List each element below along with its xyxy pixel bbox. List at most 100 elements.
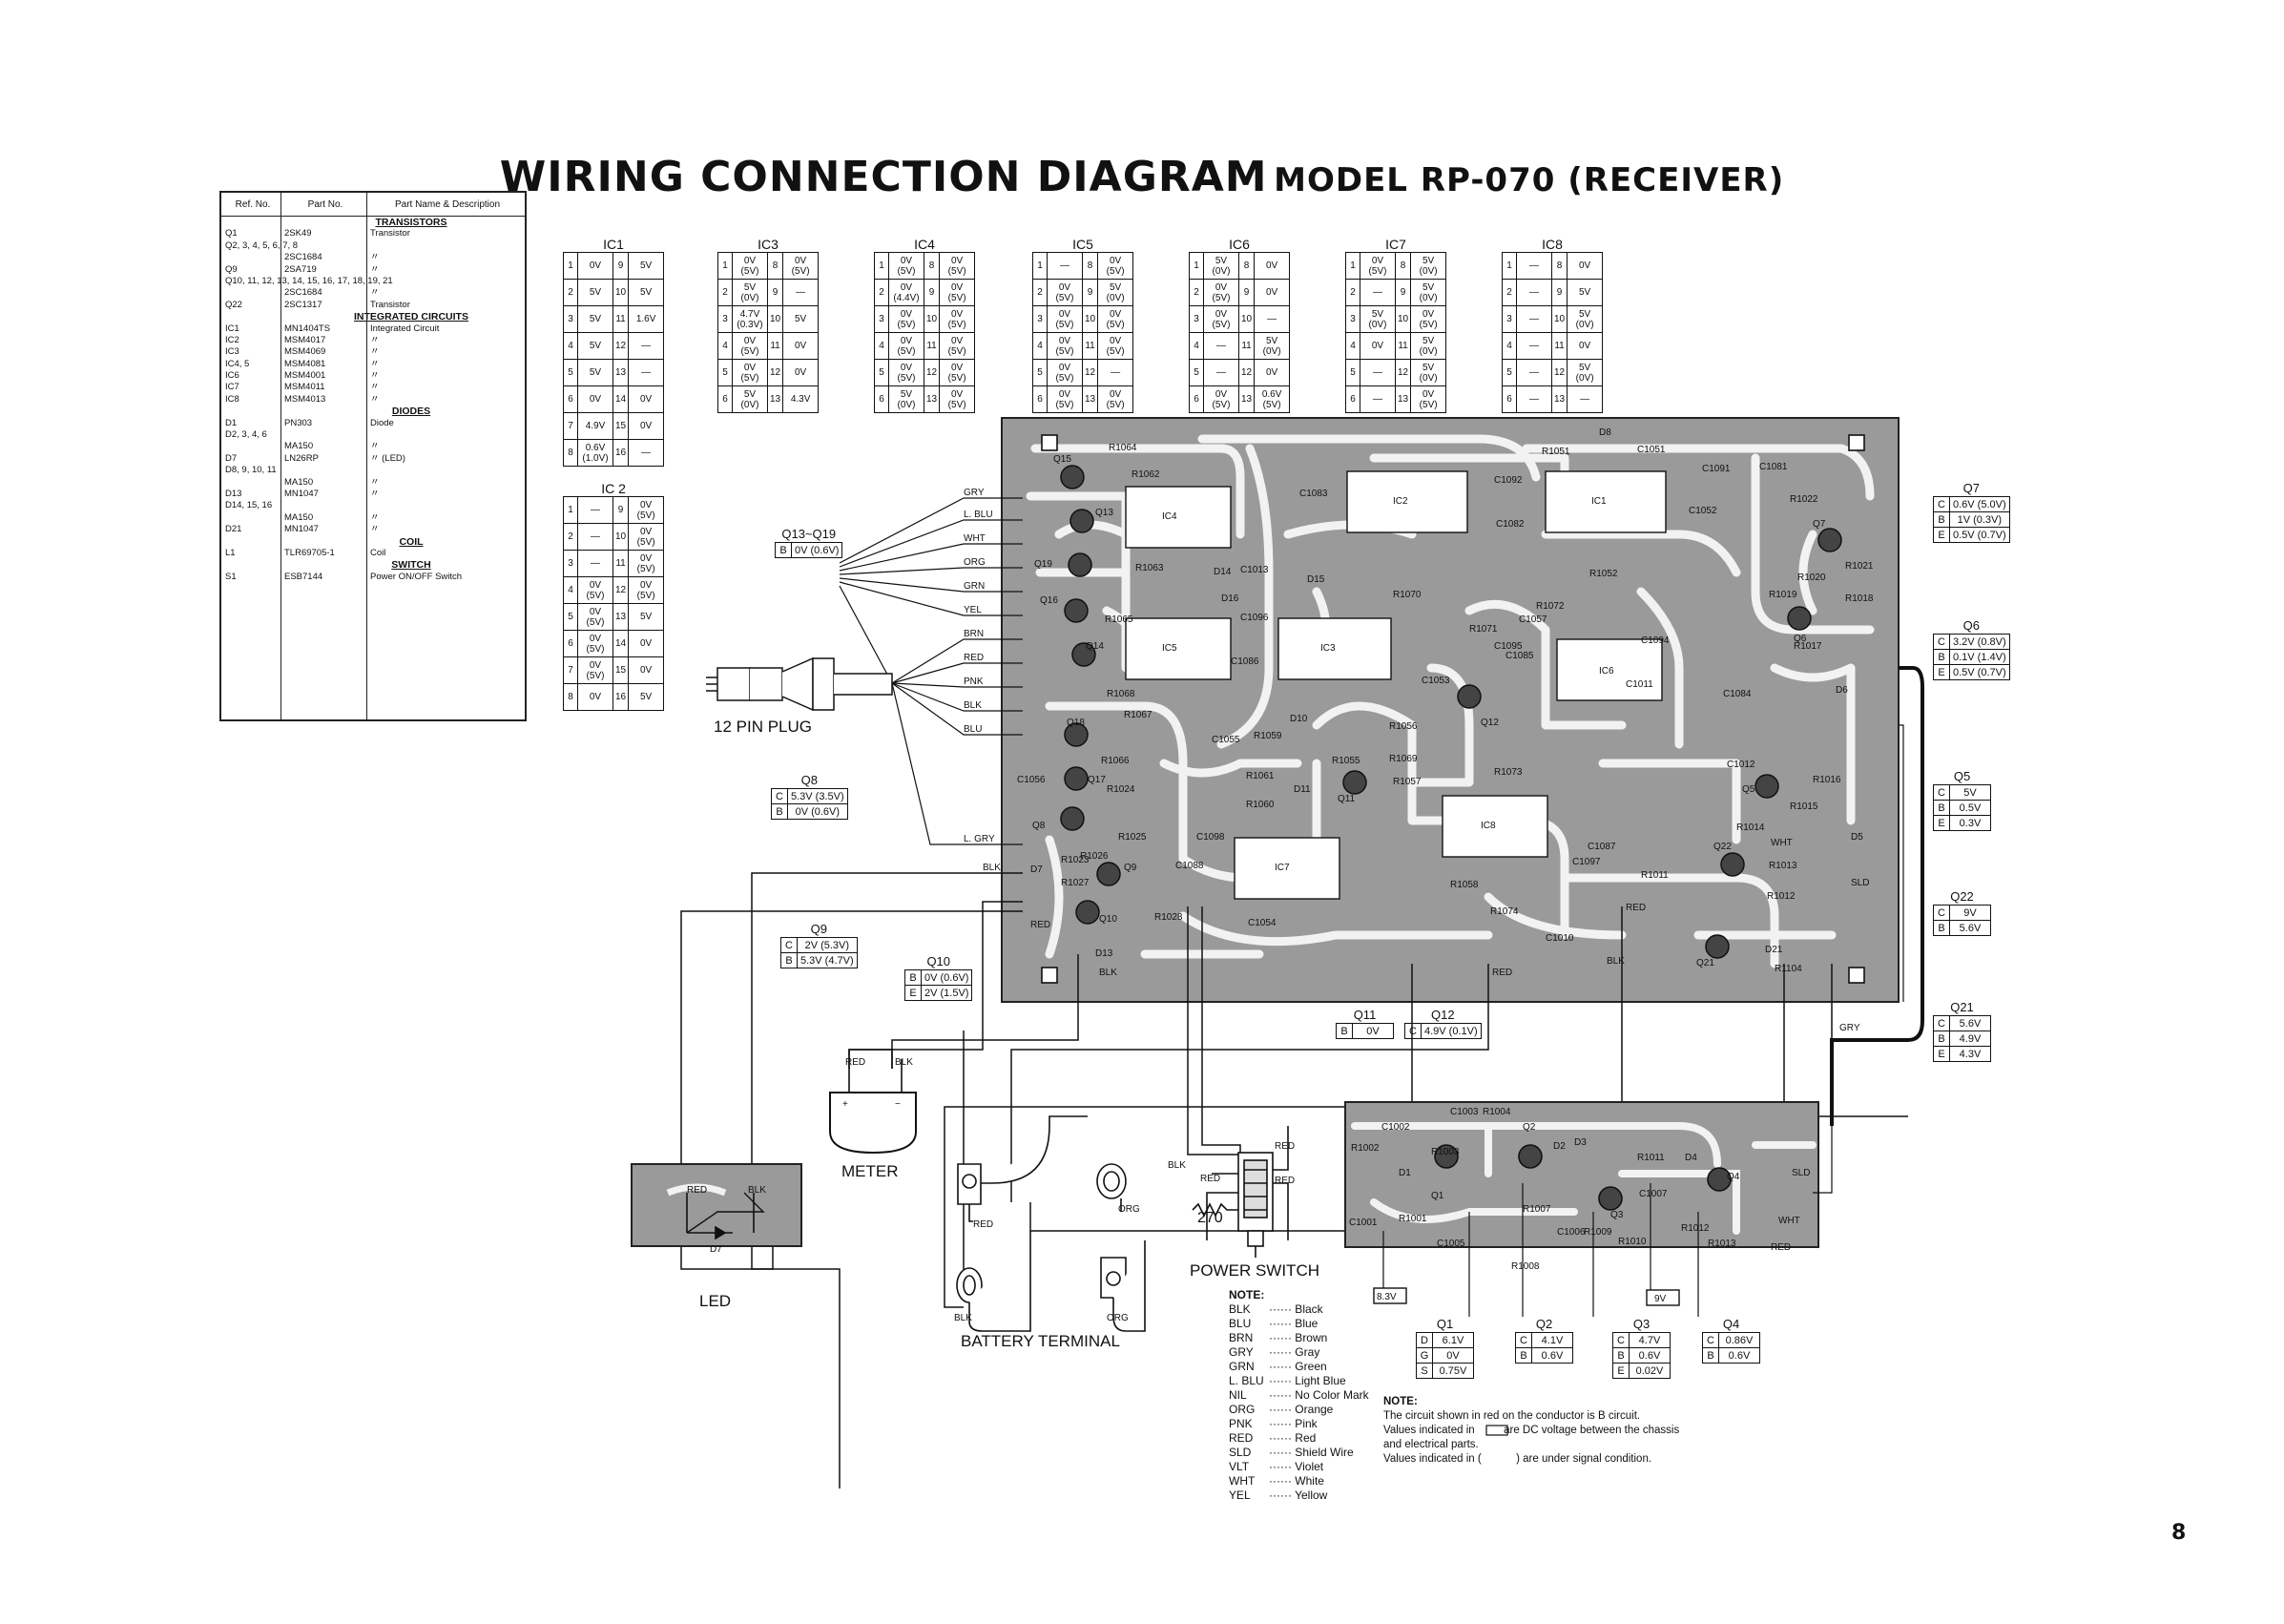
rf-label-r1007: R1007 <box>1523 1204 1551 1215</box>
ref-no: IC1 <box>225 323 239 334</box>
color-name: ······ Pink <box>1269 1417 1318 1430</box>
pin-number: 10 <box>1394 305 1412 333</box>
pin-number: 12 <box>612 576 630 604</box>
pin-number: 8 <box>1394 252 1412 280</box>
board-label-c1088: C1088 <box>1175 861 1204 871</box>
note-line-4b: ) are under signal condition. <box>1516 1453 1652 1465</box>
terminal-letter: C <box>780 937 798 953</box>
transistor-label: Q8 <box>800 773 818 787</box>
pin-voltage: 5V (0V) <box>888 385 924 413</box>
board-label-c1082: C1082 <box>1496 519 1525 530</box>
rf-label-r1009: R1009 <box>1584 1227 1612 1238</box>
section-title: INTEGRATED CIRCUITS <box>354 311 468 323</box>
pin-voltage: 5V (0V) <box>1097 279 1134 306</box>
terminal-voltage: 0.02V <box>1629 1363 1671 1379</box>
color-abbr: NIL <box>1229 1388 1247 1402</box>
note-line-4a: Values indicated in ( <box>1383 1453 1482 1465</box>
pin-voltage: 5V <box>628 683 665 711</box>
ref-no: L1 <box>225 547 236 558</box>
pin-voltage: 0V (5V) <box>782 252 820 280</box>
color-name: ······ Green <box>1269 1360 1327 1373</box>
color-code-item: NIL······ No Color Mark <box>1229 1388 1369 1403</box>
wire-red: RED <box>1030 920 1050 930</box>
board-label-c1011: C1011 <box>1626 679 1653 690</box>
switch-blk-wire: BLK <box>1168 1160 1186 1171</box>
header-desc: Part Name & Description <box>394 198 501 210</box>
color-name: ······ Black <box>1269 1302 1323 1316</box>
voltage-8-3v: 8.3V <box>1377 1292 1397 1302</box>
pin-voltage: 0V (5V) <box>1097 252 1134 280</box>
pin-voltage: — <box>1567 385 1604 413</box>
meter-label: METER <box>841 1162 899 1180</box>
pin-voltage: 0.6V (5V) <box>1254 385 1291 413</box>
terminal-voltage: 0V (0.6V) <box>790 542 843 558</box>
pin-voltage: 0V (5V) <box>939 332 976 360</box>
pin-voltage: — <box>628 439 665 467</box>
part-desc: Transistor <box>370 228 410 239</box>
terminal-voltage: 0.75V <box>1432 1363 1474 1379</box>
pin-voltage: 0V <box>1567 332 1604 360</box>
part-desc: 〃 <box>370 370 380 382</box>
wire-label: WHT <box>964 533 986 544</box>
rf-label-r1013: R1013 <box>1708 1239 1736 1249</box>
parts-section-heading: TRANSISTORS <box>221 217 525 228</box>
page-number: 8 <box>2171 1521 2187 1545</box>
section-title: TRANSISTORS <box>375 217 447 228</box>
pin-voltage: 0V (5V) <box>888 332 924 360</box>
header-part: Part No. <box>307 198 343 210</box>
board-label-r1059: R1059 <box>1254 731 1282 741</box>
parts-row: D8, 9, 10, 11 <box>221 465 525 476</box>
parts-row: MA150〃 <box>221 477 525 489</box>
part-no: MN1047 <box>284 488 319 499</box>
board-label-ic2: IC2 <box>1393 496 1408 507</box>
pin-voltage: 0V <box>1254 279 1291 306</box>
rf-label-r1010: R1010 <box>1618 1237 1647 1247</box>
wire-blk-2: BLK <box>1099 968 1117 978</box>
board-label-r1026: R1026 <box>1080 851 1109 862</box>
pin-voltage: 0V <box>628 630 665 657</box>
rf-label-r1011: R1011 <box>1637 1153 1665 1163</box>
terminal-voltage: 4.3V <box>1949 1046 1991 1062</box>
rf-label-c1002: C1002 <box>1381 1122 1410 1133</box>
switch-red-wire-2: RED <box>1275 1141 1295 1152</box>
pin-voltage: 0V <box>782 359 820 386</box>
board-label-r1056: R1056 <box>1389 721 1418 732</box>
wire-label: YEL <box>964 605 982 615</box>
wire-label: GRY <box>964 488 985 498</box>
board-label-r1070: R1070 <box>1393 590 1422 600</box>
pin-voltage: — <box>1516 252 1552 280</box>
transistor-label: Q11 <box>1353 1008 1377 1022</box>
color-name: ······ Shield Wire <box>1269 1446 1354 1459</box>
board-label-r1104: R1104 <box>1775 964 1802 974</box>
wire-label: BRN <box>964 629 984 639</box>
terminal-voltage: 4.9V (0.1V) <box>1421 1023 1482 1039</box>
ref-no: IC7 <box>225 382 239 393</box>
part-desc: 〃 <box>370 346 380 358</box>
plug-label: 12 PIN PLUG <box>714 718 812 736</box>
color-abbr: PNK <box>1229 1417 1253 1430</box>
board-label-r1062: R1062 <box>1132 469 1160 480</box>
part-desc: 〃 <box>370 441 380 452</box>
parts-section-heading: DIODES <box>221 406 525 417</box>
led-red-wire: RED <box>687 1185 707 1196</box>
parts-row: Q2, 3, 4, 5, 6, 7, 8 <box>221 240 525 252</box>
parts-section-heading: COIL <box>221 536 525 548</box>
board-label-r1051: R1051 <box>1542 447 1570 457</box>
board-label-c1095: C1095 <box>1494 641 1523 652</box>
board-label-r1071: R1071 <box>1469 624 1498 635</box>
terminal-letter: C <box>1404 1023 1422 1039</box>
parts-row: D14, 15, 16 <box>221 500 525 511</box>
rf-label-c1005: C1005 <box>1437 1239 1465 1249</box>
rf-label-d4: D4 <box>1685 1153 1697 1163</box>
pin-voltage: — <box>1254 305 1291 333</box>
board-label-c1086: C1086 <box>1231 656 1259 667</box>
transistor-label: Q13~Q19 <box>781 527 837 541</box>
pin-voltage: 0V (5V) <box>628 550 665 577</box>
